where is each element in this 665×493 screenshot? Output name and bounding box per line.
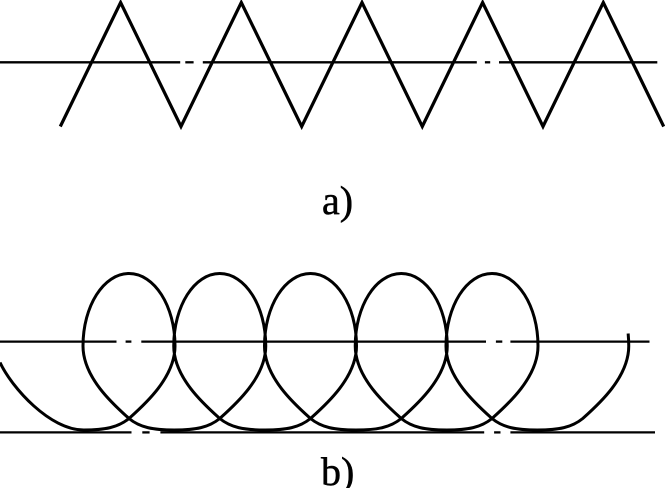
svg-text:a): a) [322, 178, 353, 223]
svg-text:b): b) [321, 449, 354, 488]
